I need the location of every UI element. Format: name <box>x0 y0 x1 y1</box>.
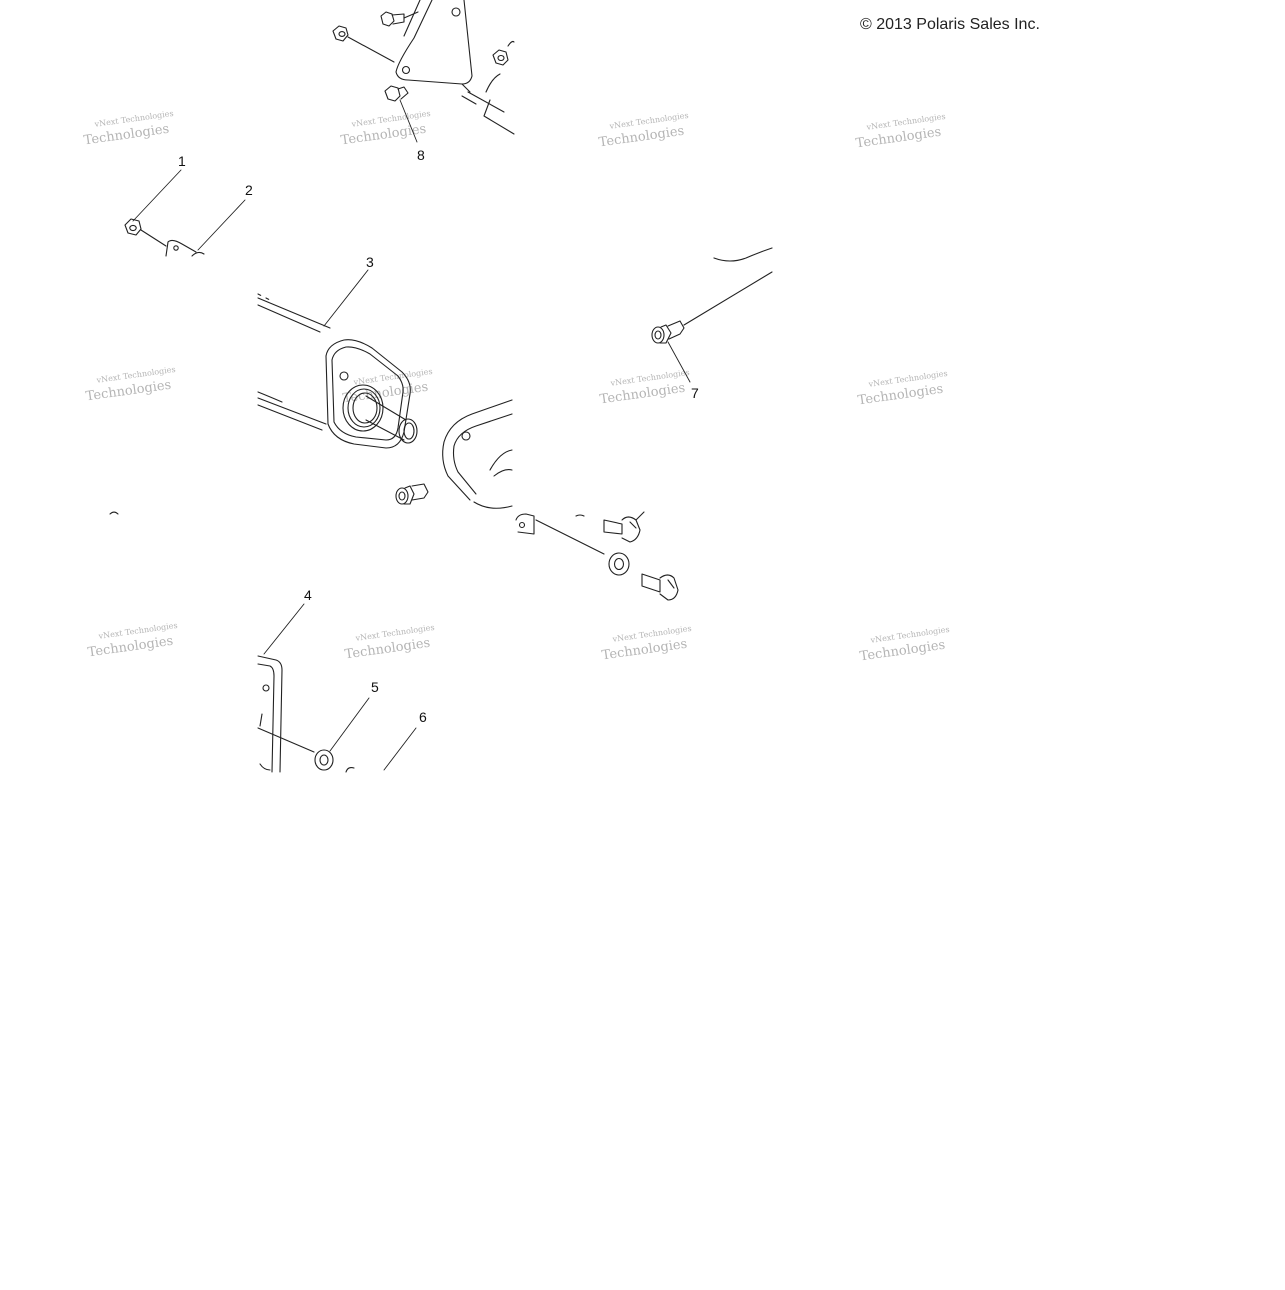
gasket-4 <box>257 603 315 773</box>
callout-1: 1 <box>178 153 186 169</box>
bolt-7 <box>651 247 773 383</box>
starter-motor-3 <box>257 269 418 449</box>
callout-5: 5 <box>371 679 379 695</box>
bolt-6 <box>345 727 417 773</box>
washer <box>608 552 630 576</box>
top-right-nut <box>492 40 515 66</box>
watermark: vNext Technologies Technologies <box>598 111 689 151</box>
bolt-8 <box>384 85 418 143</box>
watermark: vNext Technologies Technologies <box>857 369 948 409</box>
hex-bolt-lower <box>641 573 679 601</box>
partial-label-mark <box>109 511 119 515</box>
watermark: vNext Technologies Technologies <box>340 109 431 149</box>
mounting-plate <box>442 399 513 509</box>
copyright-notice: © 2013 Polaris Sales Inc. <box>860 16 1040 33</box>
watermark: vNext Technologies Technologies <box>855 112 946 152</box>
watermark: vNext Technologies Technologies <box>83 109 174 149</box>
callout-7: 7 <box>691 385 699 401</box>
hex-bolt-upper <box>603 511 645 543</box>
nut-1 <box>124 169 182 247</box>
watermark: vNext Technologies Technologies <box>344 623 435 663</box>
top-nut <box>332 25 395 63</box>
watermark: vNext Technologies Technologies <box>85 365 176 405</box>
watermark: vNext Technologies Technologies <box>859 625 950 665</box>
bracket-2 <box>165 199 246 257</box>
watermark: vNext Technologies Technologies <box>601 624 692 664</box>
lower-tab <box>515 513 605 555</box>
watermark-grid: vNext Technologies Technologies vNext Te… <box>83 109 950 665</box>
callout-8: 8 <box>417 147 425 163</box>
top-bolt <box>380 11 419 27</box>
watermark: vNext Technologies Technologies <box>599 368 690 408</box>
callout-4: 4 <box>304 587 312 603</box>
callout-6: 6 <box>419 709 427 725</box>
starter-bolt <box>395 483 429 505</box>
top-mount-bracket <box>395 0 515 135</box>
watermark: vNext Technologies Technologies <box>87 621 178 661</box>
washer-5 <box>314 697 370 771</box>
callout-2: 2 <box>245 182 253 198</box>
callout-3: 3 <box>366 254 374 270</box>
